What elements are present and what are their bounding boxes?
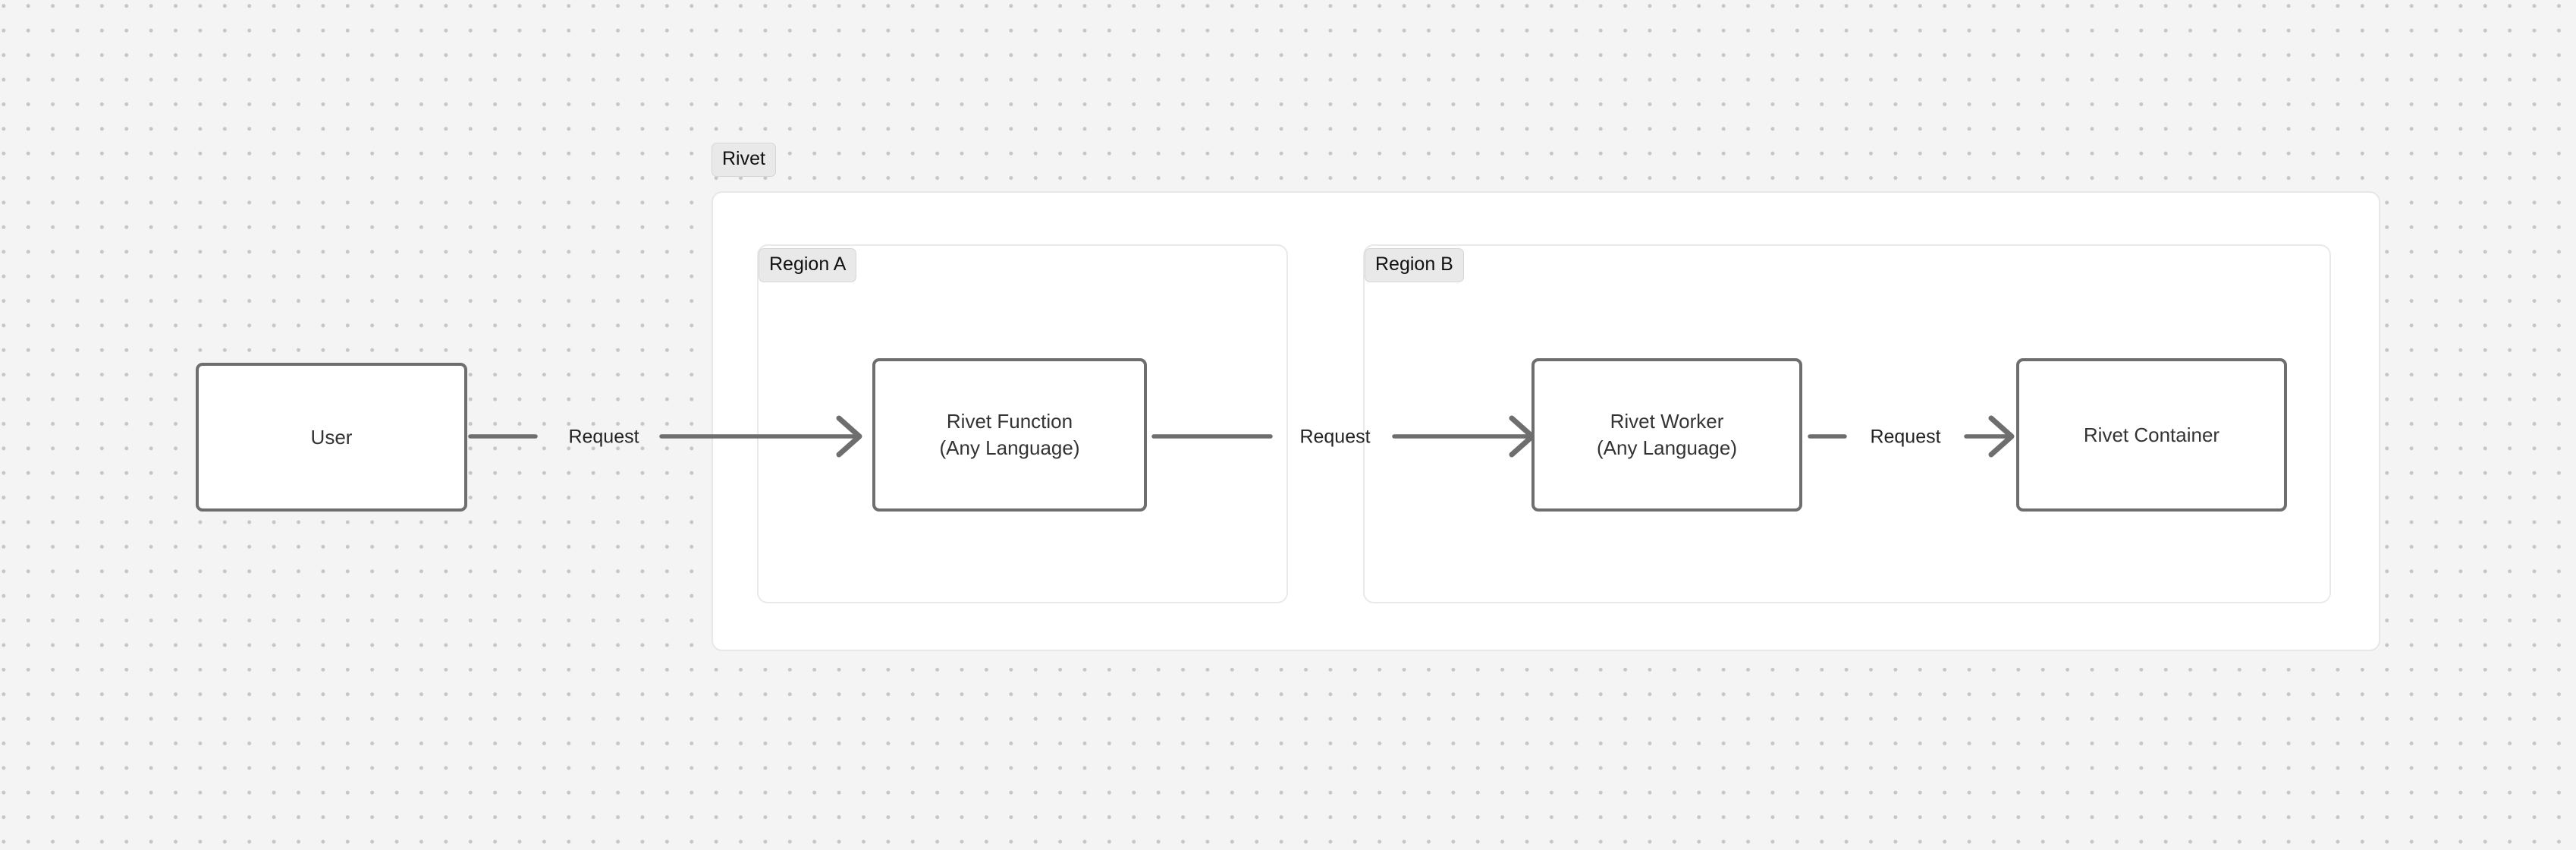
node-user-label: User	[310, 425, 353, 449]
group-region-b	[1363, 244, 2331, 603]
group-region-a	[757, 244, 1288, 603]
group-label-rivet: Rivet	[712, 143, 776, 177]
edge-label-user-to-function: Request	[568, 426, 639, 448]
node-rivet-worker-label-line2: (Any Language)	[1596, 436, 1738, 459]
edge-label-function-to-worker: Request	[1299, 426, 1371, 448]
group-label-region-b: Region B	[1365, 248, 1464, 282]
node-rivet-worker-label-line1: Rivet Worker	[1610, 410, 1724, 433]
group-label-region-a: Region A	[759, 248, 857, 282]
node-rivet-function[interactable]: Rivet Function (Any Language)	[872, 358, 1147, 512]
node-user[interactable]: User	[196, 363, 467, 512]
node-rivet-container-label: Rivet Container	[2083, 423, 2220, 446]
node-rivet-worker[interactable]: Rivet Worker (Any Language)	[1531, 358, 1802, 512]
node-rivet-function-label-line1: Rivet Function	[946, 410, 1073, 433]
edge-label-worker-to-container: Request	[1870, 426, 1941, 448]
node-rivet-function-label-line2: (Any Language)	[939, 436, 1080, 459]
node-rivet-container[interactable]: Rivet Container	[2016, 358, 2287, 512]
